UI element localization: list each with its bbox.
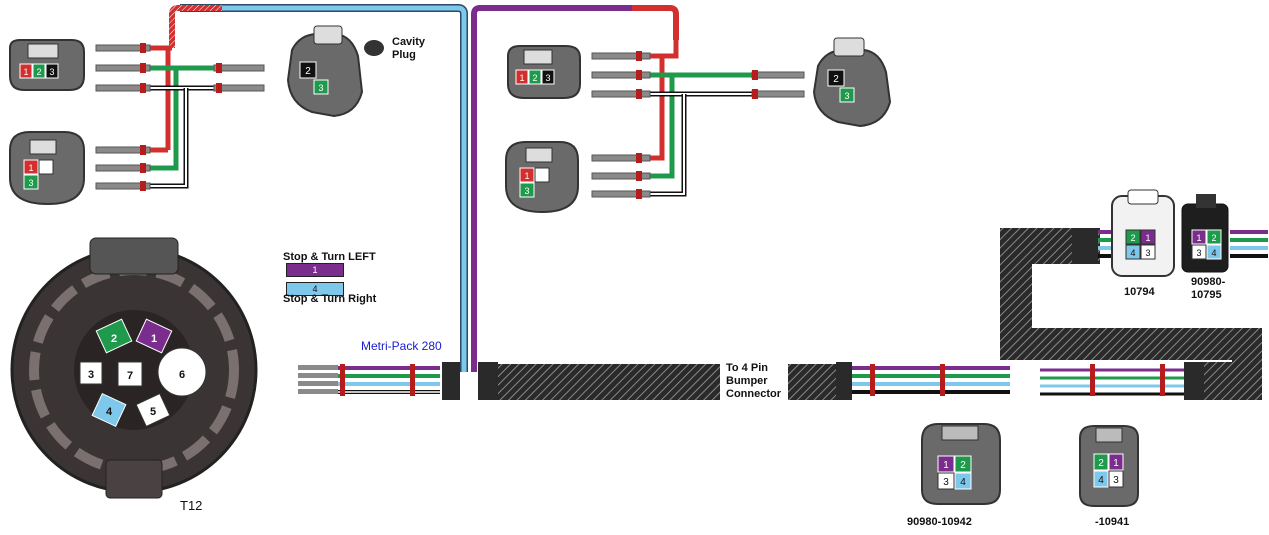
pin-label: 1 xyxy=(1196,233,1201,243)
connector-10941-label: -10941 xyxy=(1095,516,1130,528)
legend-right-title: Stop & Turn Right xyxy=(283,293,377,305)
pin-label: 2 xyxy=(532,73,537,83)
pin-label: 2 xyxy=(305,66,311,77)
purple-wire-left-run xyxy=(471,5,632,372)
connector-90980-10795-label: 90980- 10795 xyxy=(1191,276,1226,301)
pin-label: 2 xyxy=(833,74,839,85)
blue-wire-right-run-fill xyxy=(180,5,467,372)
pin-label: 3 xyxy=(943,477,949,488)
pin-label: 3 xyxy=(844,91,849,101)
pin-label: 1 xyxy=(23,67,28,77)
pin-label: 1 xyxy=(524,171,529,181)
pin-label: 1 xyxy=(1145,233,1150,243)
pin-label: 3 xyxy=(318,83,323,93)
pin-label: 2 xyxy=(960,460,966,471)
pin-label: 3 xyxy=(545,73,550,83)
pin-label: 1 xyxy=(943,460,949,471)
connector-90980-10942: 1 2 3 4 xyxy=(921,423,1001,505)
pin-label: 2 xyxy=(1130,233,1135,243)
mid-bottom-connector: 1 3 xyxy=(505,141,579,214)
pin-label: 4 xyxy=(960,477,966,488)
bumper-trunk xyxy=(298,362,1010,402)
pin-label: 1 xyxy=(28,163,33,173)
pin-label: 2 xyxy=(1098,458,1104,469)
legend-right-swatch: 4 xyxy=(286,282,344,296)
pin-label: 1 xyxy=(1113,458,1119,469)
cavity-plug-icon xyxy=(364,40,384,56)
pin-label: 3 xyxy=(1196,248,1201,258)
legend-left-swatch: 1 xyxy=(286,263,344,277)
pin-label: 2 xyxy=(1211,233,1216,243)
left-harness xyxy=(95,43,265,191)
pin-label: 3 xyxy=(88,369,94,381)
connector-10794: 2 1 4 3 xyxy=(1111,189,1175,277)
pin-label: 4 xyxy=(1211,248,1216,258)
pin-label: 3 xyxy=(49,67,54,77)
legend-left-title: Stop & Turn LEFT xyxy=(283,251,376,263)
pin-label: 2 xyxy=(36,67,41,77)
t12-label: T12 xyxy=(180,498,203,513)
metripack-label: Metri-Pack 280 xyxy=(361,339,442,353)
pin-label: 6 xyxy=(179,369,185,381)
pin-label: 3 xyxy=(1113,475,1119,486)
cavity-plug-label: Cavity Plug xyxy=(392,36,426,61)
connector-90980-10795: 1 2 3 4 xyxy=(1181,194,1229,273)
right-2pin-connector: 2 3 xyxy=(812,37,892,128)
cavity-connector: 2 3 xyxy=(286,25,364,118)
t12-connector: 2 1 3 7 6 4 5 xyxy=(10,237,258,499)
pin-label: 4 xyxy=(106,406,113,418)
red-hatched-wire-left xyxy=(169,5,222,48)
connector-90980-10942-label: 90980-10942 xyxy=(907,516,972,528)
connector-10794-label: 10794 xyxy=(1124,286,1155,298)
pin-label: 3 xyxy=(524,186,529,196)
pin-label: 7 xyxy=(127,370,133,382)
mid-top-connector: 1 2 3 xyxy=(507,45,581,99)
connector-10941: 2 1 4 3 xyxy=(1079,425,1139,507)
pin-label: 4 xyxy=(1098,475,1104,486)
left-top-connector: 1 2 3 xyxy=(9,39,85,91)
pin-label: 4 xyxy=(1130,248,1135,258)
left-bottom-connector: 1 3 xyxy=(9,131,85,206)
pin-label: 1 xyxy=(151,333,157,345)
red-wire-mid-run xyxy=(632,5,679,40)
pin-label: 2 xyxy=(111,333,117,345)
pin-label: 3 xyxy=(1145,248,1150,258)
pin-label: 1 xyxy=(519,73,524,83)
pin-label: 5 xyxy=(150,406,156,418)
to-4pin-label: To 4 Pin Bumper Connector xyxy=(726,362,781,400)
pin-label: 3 xyxy=(28,178,33,188)
mid-harness xyxy=(591,40,805,199)
